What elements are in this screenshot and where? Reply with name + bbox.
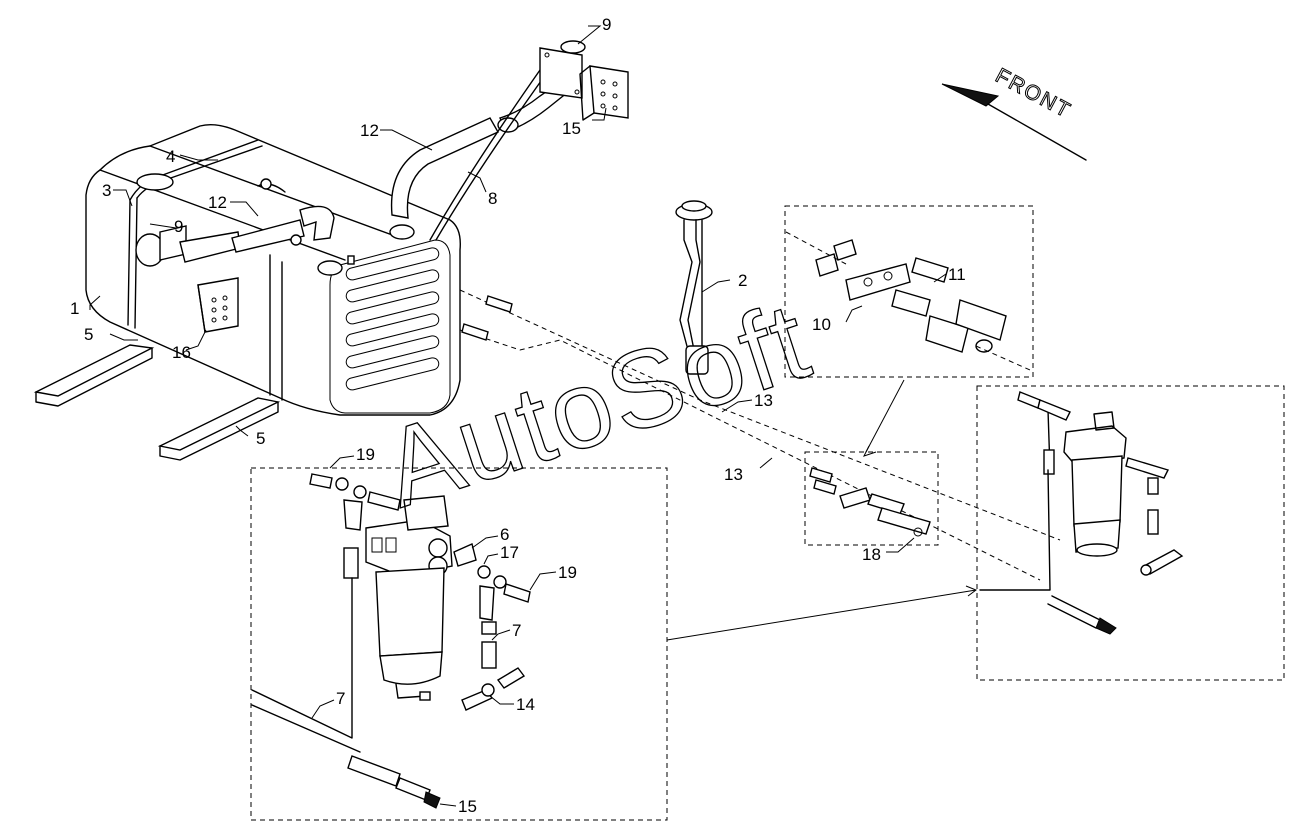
callout-9-lower: 9 (174, 217, 183, 236)
hose-12-lower (179, 178, 335, 263)
front-label: FRONT (992, 64, 1075, 123)
callout-10: 10 (812, 315, 831, 334)
callout-7-right: 7 (512, 621, 521, 640)
bracket-15-lower (197, 277, 239, 333)
callout-14: 14 (516, 695, 535, 714)
callout-15-lower: 16 (172, 343, 191, 362)
callout-11: 11 (948, 265, 966, 284)
callout-2: 2 (738, 271, 747, 290)
callout-12-lower: 12 (208, 193, 227, 212)
callout-7-left: 7 (336, 689, 345, 708)
front-arrow-icon (941, 83, 1087, 161)
hose-12-upper (390, 69, 569, 241)
callout-5-lower: 5 (256, 429, 265, 448)
callout-labels: 9 15 12 8 4 3 12 9 1 5 16 5 2 11 10 13 1… (70, 15, 966, 816)
callout-3: 3 (102, 181, 111, 200)
mount-rail-5-lower (157, 397, 281, 461)
callout-15-upper: 15 (562, 119, 581, 138)
separator-box-lower (250, 467, 668, 821)
callout-16: 15 (458, 797, 477, 816)
bracket-15-upper (579, 65, 629, 121)
fuel-sender-2 (675, 200, 713, 375)
callout-1: 1 (70, 299, 79, 318)
callout-8: 8 (488, 189, 497, 208)
fuel-tank (85, 123, 461, 416)
mount-rail-5-upper (33, 344, 155, 407)
callout-17: 17 (500, 543, 519, 562)
callout-6: 6 (500, 525, 509, 544)
separator-box-right (976, 385, 1285, 681)
callout-9-upper: 9 (602, 15, 611, 34)
callout-4: 4 (166, 147, 175, 166)
callout-12-upper: 12 (360, 121, 379, 140)
filler-plate-9 (539, 40, 586, 99)
callout-19-left: 19 (356, 445, 375, 464)
tank-end-vents (329, 239, 451, 414)
callout-13-upper: 13 (754, 391, 773, 410)
callout-5-upper: 5 (84, 325, 93, 344)
connector-box-middle (804, 451, 939, 546)
callout-19-right: 19 (558, 563, 577, 582)
callout-18: 18 (862, 545, 881, 564)
fuel-lines-13 (459, 289, 1117, 635)
callout-leaders (89, 25, 947, 807)
callout-13-lower: 13 (724, 465, 743, 484)
connector-box-upper (784, 205, 1034, 378)
